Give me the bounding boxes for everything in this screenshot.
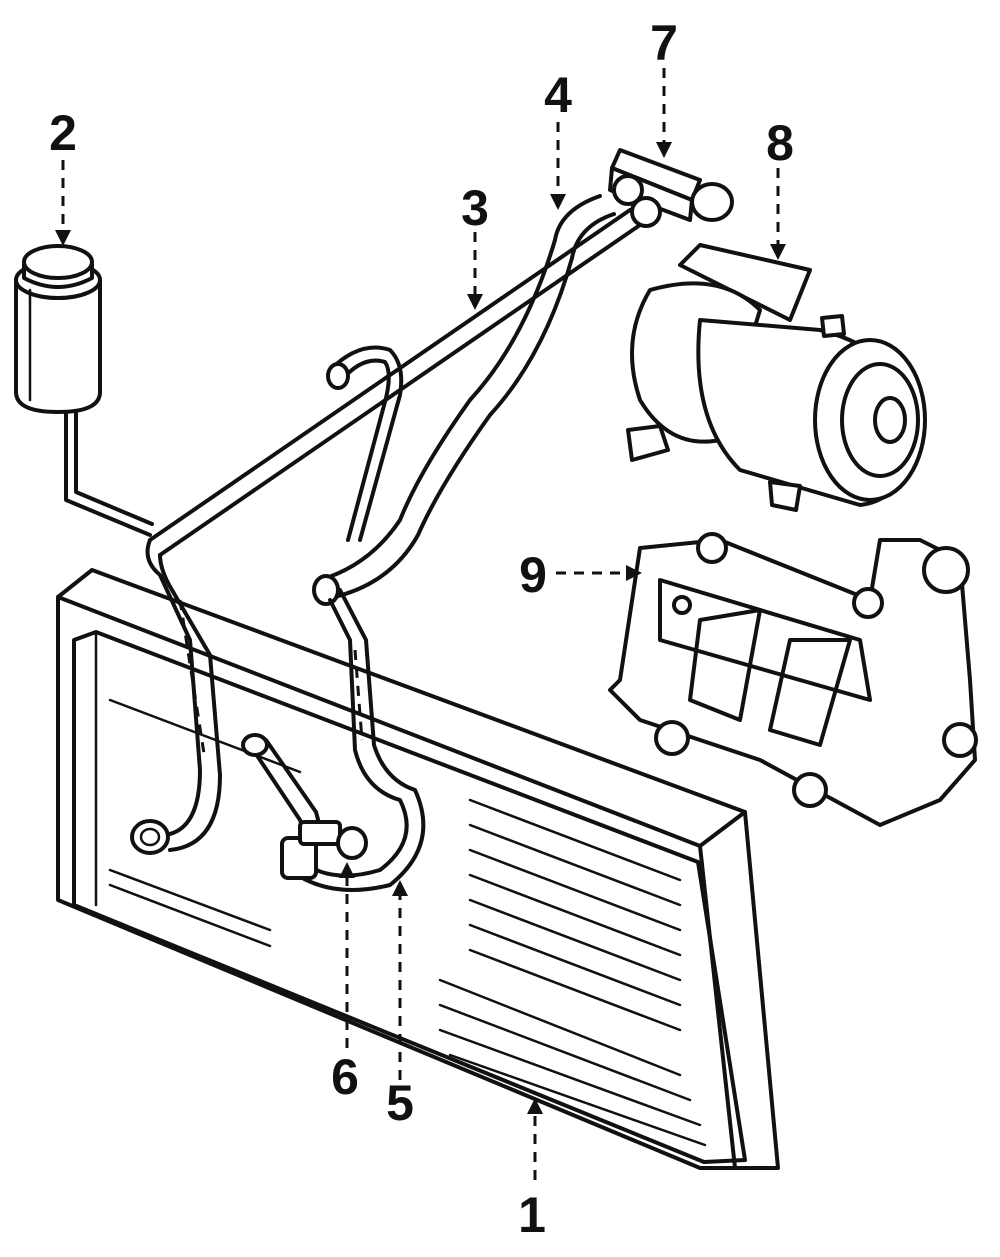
callout-7: 7 [650, 15, 678, 71]
part-compressor[interactable] [626, 243, 927, 512]
part-receiver-drier[interactable] [14, 244, 154, 537]
callout-4: 4 [544, 67, 572, 123]
callout-9: 9 [519, 547, 547, 603]
condenser-fins [108, 698, 707, 1147]
callout-1: 1 [518, 1187, 546, 1243]
part-manifold[interactable] [608, 148, 734, 228]
part-valve-fitting[interactable] [241, 733, 368, 880]
callout-8: 8 [766, 115, 794, 171]
part-condenser[interactable] [56, 568, 780, 1170]
part-discharge-hose[interactable] [288, 194, 616, 892]
callout-2: 2 [49, 105, 77, 161]
callout-5: 5 [386, 1075, 414, 1131]
part-suction-hose[interactable] [326, 345, 404, 542]
callout-6: 6 [331, 1049, 359, 1105]
part-bracket[interactable] [608, 532, 978, 827]
callout-3: 3 [461, 180, 489, 236]
leader-lines [55, 68, 786, 1180]
callout-labels: 1 2 3 4 5 6 7 8 9 [49, 15, 794, 1243]
